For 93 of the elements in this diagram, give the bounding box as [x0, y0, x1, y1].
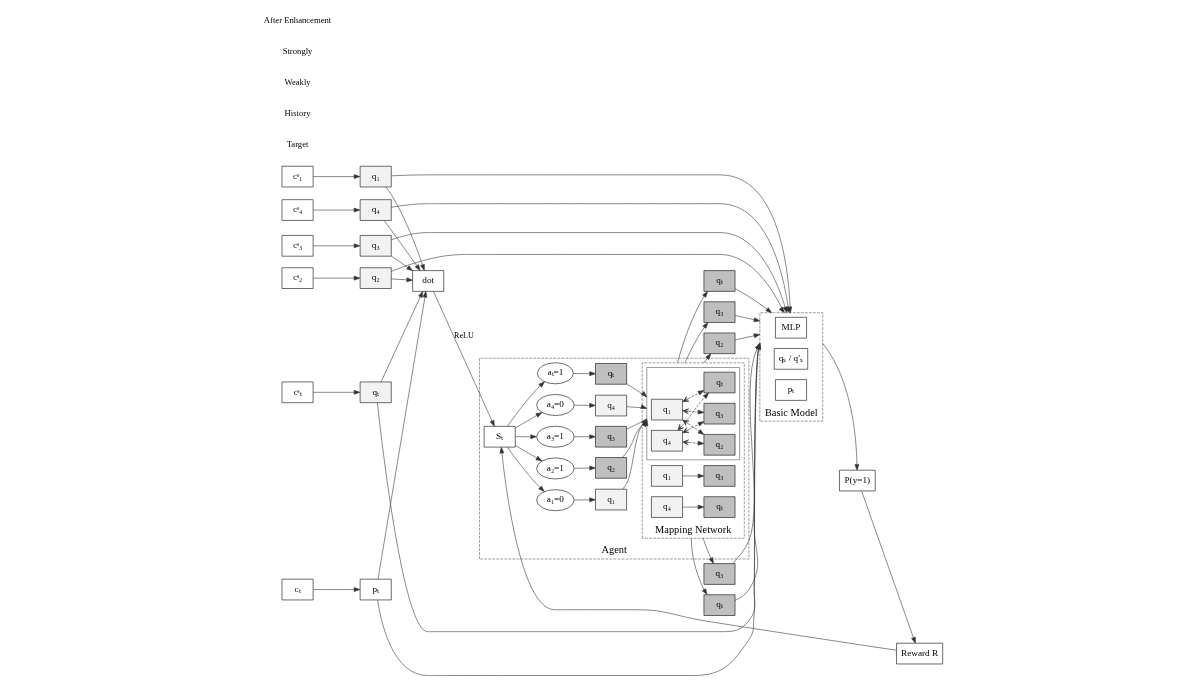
- node-box: q₄: [651, 496, 683, 518]
- label: Weakly: [284, 77, 311, 88]
- node-box: qₜ: [595, 363, 627, 385]
- label: History: [284, 108, 311, 119]
- arrow: [682, 473, 705, 479]
- arrow: [573, 434, 596, 440]
- node-box: qₛ / q′ₛ: [774, 348, 808, 370]
- arrow: [312, 390, 361, 395]
- arrow: [626, 383, 648, 398]
- arrow: [573, 403, 596, 408]
- label: Strongly: [282, 46, 313, 57]
- node-box: qₜ: [703, 496, 736, 518]
- node-box: q₃: [703, 563, 736, 585]
- cluster: [646, 367, 740, 461]
- arrow: [703, 353, 712, 364]
- arrow: [312, 275, 361, 281]
- node-box: q₄: [359, 199, 392, 221]
- arrow: [822, 343, 860, 471]
- arrow: [312, 587, 361, 592]
- node-ellipse: a₃=1: [536, 425, 575, 448]
- arrow: [383, 220, 421, 271]
- arrow: [573, 465, 596, 471]
- node-ellipse: aₜ=1: [537, 362, 574, 385]
- arrow: [433, 291, 495, 427]
- arrow: [312, 243, 361, 249]
- node-box: q₃: [359, 235, 392, 257]
- node-ellipse: a₁=0: [536, 489, 575, 511]
- arrow: [691, 537, 708, 595]
- node-box: q₃: [703, 301, 736, 323]
- arrow: [515, 412, 543, 429]
- arrow: [391, 277, 413, 283]
- arrow: [377, 291, 428, 580]
- node-box: MLP: [775, 317, 807, 339]
- arrow: [499, 447, 897, 651]
- arrow: [385, 186, 425, 271]
- node-box: q₁: [651, 398, 683, 421]
- node-box: Sₜ: [483, 426, 516, 448]
- arrow: [507, 381, 545, 427]
- node-box: pₜ: [775, 379, 807, 401]
- arrow: [684, 322, 709, 364]
- node-box: P(y=1): [839, 469, 876, 492]
- node-box: qₜ: [703, 594, 736, 616]
- arrow: [380, 291, 424, 383]
- arrow: [507, 446, 545, 492]
- arrow: [515, 445, 543, 462]
- arrow: [732, 343, 761, 564]
- arrow: [734, 315, 761, 322]
- node-box: cˢ₁: [281, 165, 314, 188]
- node-box: qₜ: [703, 371, 736, 394]
- node-box: q₁: [359, 165, 392, 188]
- node-box: qₜ: [703, 270, 736, 292]
- arrow: [677, 392, 709, 431]
- node-box: q₂: [703, 332, 736, 354]
- arrow: [682, 439, 705, 446]
- arrow: [861, 490, 916, 644]
- node-box: cˢ₃: [281, 235, 314, 257]
- arrow: [734, 333, 761, 341]
- node-box: Reward R: [896, 642, 943, 665]
- node-box: cˢ₂: [281, 267, 314, 289]
- arrow: [573, 371, 596, 376]
- arrow: [312, 207, 361, 213]
- node-box: q₂: [359, 267, 392, 289]
- arrow: [391, 254, 785, 313]
- arrow: [734, 343, 761, 601]
- node-box: q₄: [595, 394, 627, 417]
- node-box: q₃: [595, 426, 627, 448]
- label: Target: [286, 139, 309, 150]
- arrow: [682, 504, 705, 510]
- label: After Enhancement: [263, 14, 332, 25]
- arrow: [312, 174, 361, 179]
- arrow: [677, 291, 708, 364]
- node-box: qₜ: [359, 381, 392, 403]
- arrow: [626, 404, 648, 409]
- node-box: cˢₜ: [281, 381, 314, 403]
- node-box: q₁: [595, 488, 627, 511]
- node-box: q₂: [703, 434, 736, 456]
- node-box: cₜ: [281, 578, 314, 601]
- node-box: q₂: [595, 457, 627, 479]
- arrow: [682, 390, 705, 402]
- arrow: [573, 497, 596, 503]
- node-box: cˢ₄: [281, 199, 314, 221]
- node-box: q₄: [651, 430, 683, 452]
- arrow: [682, 408, 705, 415]
- node-box: q₁: [651, 465, 683, 487]
- arrow: [515, 434, 537, 440]
- arrow: [391, 255, 413, 271]
- arrow: [702, 537, 714, 564]
- node-box: q₃: [703, 465, 736, 487]
- node-box: q₃: [703, 402, 736, 425]
- node-box: dot: [412, 270, 445, 292]
- arrow: [734, 288, 772, 313]
- edge-label: ReLU: [454, 331, 474, 341]
- node-box: pₜ: [359, 578, 392, 601]
